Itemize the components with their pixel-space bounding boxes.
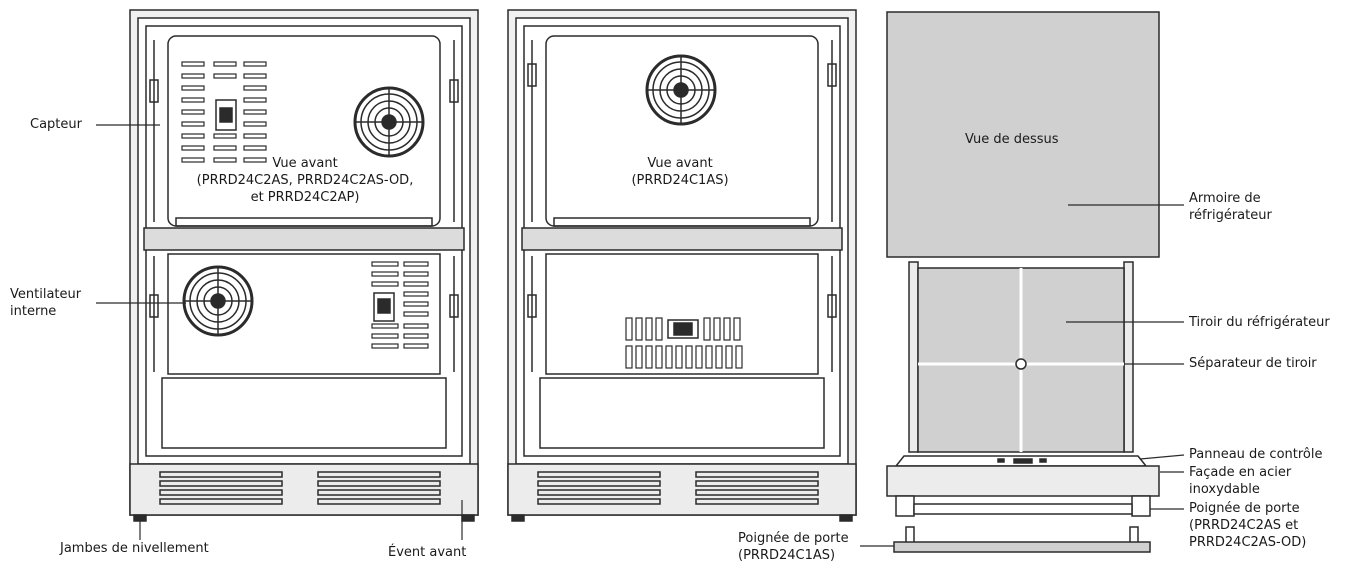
- top-view: [886, 11, 1160, 553]
- leveling-leg-2a: [511, 514, 525, 522]
- leader-lines: [96, 124, 1185, 547]
- leveling-leg-2b: [839, 514, 853, 522]
- stainless-facade: [886, 465, 1160, 497]
- label-vue-avant-2: Vue avant (PRRD24C1AS): [631, 156, 729, 188]
- handle-1as: [893, 541, 1151, 553]
- drawer-slide-left: [908, 261, 919, 453]
- label-tiroir: Tiroir du réfrigérateur: [1189, 315, 1330, 330]
- bottom-bin-1: [161, 377, 447, 449]
- label-panneau: Panneau de contrôle: [1189, 447, 1323, 462]
- internal-fan-1: [182, 265, 254, 337]
- lower-vent-grille-2: [625, 317, 743, 369]
- bottom-bin-2: [539, 377, 825, 449]
- divider-shelf-2: [521, 227, 843, 251]
- lower-slots-1: [371, 261, 429, 349]
- label-jambes: Jambes de nivellement: [60, 541, 209, 556]
- handle-2as: [913, 503, 1133, 515]
- lower-back-panel-2: [545, 253, 819, 375]
- label-poignee-2as: Poignée de porte (PRRD24C2AS et PRRD24C2…: [1189, 501, 1307, 550]
- divider-hub: [1015, 358, 1027, 370]
- label-ventilateur: Ventilateur interne: [10, 287, 82, 319]
- front-view-2: [507, 9, 857, 522]
- front-vent-1: [159, 471, 441, 505]
- upper-fan-1: [353, 86, 425, 158]
- front-view-1: [129, 9, 479, 522]
- label-armoire: Armoire de réfrigérateur: [1189, 191, 1272, 223]
- label-event: Évent avant: [388, 545, 467, 560]
- label-vue-dessus: Vue de dessus: [965, 132, 1059, 147]
- label-vue-avant-1: Vue avant (PRRD24C2AS, PRRD24C2AS-OD, et…: [196, 156, 414, 205]
- cabinet-top: [886, 11, 1160, 258]
- leveling-leg-1b: [461, 514, 475, 522]
- front-vent-2: [537, 471, 819, 505]
- upper-fan-2: [645, 54, 717, 126]
- label-capteur: Capteur: [30, 117, 82, 132]
- divider-shelf-1: [143, 227, 465, 251]
- label-poignee-1as: Poignée de porte (PRRD24C1AS): [738, 531, 849, 563]
- label-separateur: Séparateur de tiroir: [1189, 356, 1317, 371]
- label-facade: Façade en acier inoxydable: [1189, 465, 1292, 497]
- upper-slots-1: [181, 61, 267, 163]
- drawer-slide-right: [1123, 261, 1134, 453]
